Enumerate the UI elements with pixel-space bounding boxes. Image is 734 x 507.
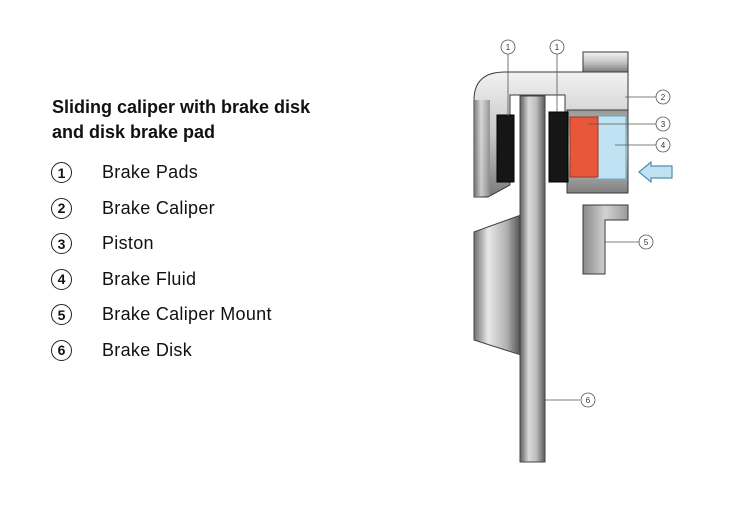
brake-pad-inner <box>548 111 569 183</box>
legend-label: Brake Caliper <box>102 197 215 218</box>
svg-text:2: 2 <box>661 93 666 102</box>
legend: 1 Brake Pads 2 Brake Caliper 3 Piston 4 … <box>51 155 272 368</box>
legend-label: Brake Caliper Mount <box>102 304 272 325</box>
brake-caliper-mount <box>582 204 629 275</box>
legend-item-brake-pads: 1 Brake Pads <box>51 155 272 191</box>
leader-lines <box>507 54 656 401</box>
callout-5: 5 <box>638 234 654 250</box>
pressure-arrow-icon <box>638 160 673 184</box>
legend-item-brake-caliper-mount: 5 Brake Caliper Mount <box>51 297 272 333</box>
piston <box>569 116 599 178</box>
legend-number: 6 <box>51 339 72 361</box>
legend-label: Brake Pads <box>102 162 199 183</box>
caliper-top-tab <box>582 51 629 73</box>
legend-number: 1 <box>51 162 72 184</box>
legend-item-brake-fluid: 4 Brake Fluid <box>51 262 272 298</box>
svg-text:4: 4 <box>661 141 666 150</box>
callout-1-left: 1 <box>500 39 516 55</box>
legend-label: Brake Disk <box>102 339 193 360</box>
diagram-title: Sliding caliper with brake disk and disk… <box>52 95 382 145</box>
legend-item-brake-caliper: 2 Brake Caliper <box>51 191 272 227</box>
brake-fluid <box>595 115 627 180</box>
callout-6: 6 <box>580 392 596 408</box>
legend-number: 3 <box>51 233 72 255</box>
brake-disk-rotor <box>519 95 546 463</box>
legend-item-piston: 3 Piston <box>51 226 272 262</box>
svg-text:1: 1 <box>555 43 560 52</box>
brake-disk-hub <box>473 214 522 356</box>
legend-label: Piston <box>102 233 154 254</box>
svg-text:5: 5 <box>644 238 649 247</box>
legend-label: Brake Fluid <box>102 268 197 289</box>
svg-text:6: 6 <box>586 396 591 405</box>
legend-number: 2 <box>51 197 72 219</box>
brake-pad-outer <box>496 114 515 183</box>
callout-1-right: 1 <box>549 39 565 55</box>
svg-text:3: 3 <box>661 120 666 129</box>
svg-text:1: 1 <box>506 43 511 52</box>
legend-number: 5 <box>51 304 72 326</box>
title-line-1: Sliding caliper with brake disk <box>52 97 311 117</box>
caliper-arm-shade <box>474 100 490 197</box>
callout-3: 3 <box>655 116 671 132</box>
callout-2: 2 <box>655 89 671 105</box>
title-line-2: and disk brake pad <box>52 122 216 142</box>
legend-number: 4 <box>51 268 72 290</box>
legend-item-brake-disk: 6 Brake Disk <box>51 333 272 369</box>
callout-4: 4 <box>655 137 671 153</box>
